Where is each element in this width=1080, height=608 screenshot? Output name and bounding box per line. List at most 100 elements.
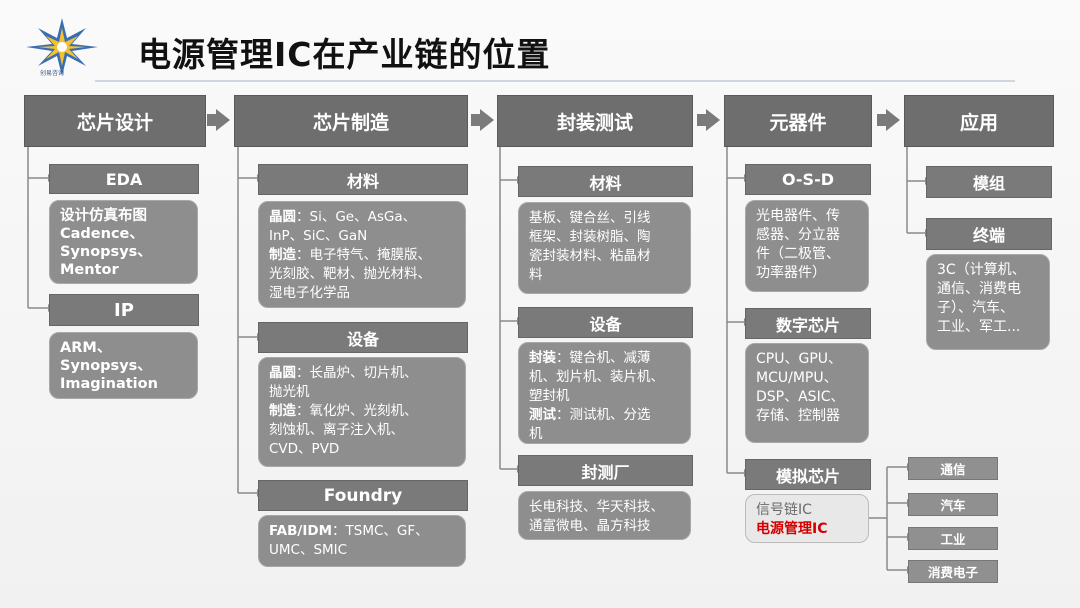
ip-line: ARM、 [60,340,112,356]
text-line: 瓷封装材料、粘晶材 [529,248,651,264]
header-components: 元器件 [724,95,872,147]
app-tag-communications: 通信 [908,457,998,480]
header-applications: 应用 [904,95,1054,147]
label-osd: O-S-D [745,164,871,195]
company-logo-icon [26,18,98,76]
flow-arrow-2 [471,114,481,126]
label-materials: 材料 [258,164,468,195]
label-packaging-materials: 材料 [518,166,693,197]
header-chip-design: 芯片设计 [24,95,206,147]
label-modules: 模组 [926,166,1052,198]
eda-line: Mentor [60,262,119,278]
text-line: 光电器件、传 [756,208,840,224]
box-eda: 设计仿真布图 Cadence、 Synopsys、 Mentor [49,200,198,284]
flow-arrow-1 [207,114,217,126]
keyword: 晶圆 [269,365,296,381]
keyword: FAB/IDM [269,523,333,539]
value: CVD、PVD [269,441,340,457]
keyword: 测试 [529,407,556,423]
title-divider [95,80,1015,82]
flow-arrow-4 [877,114,887,126]
text-line: CPU、GPU、 [756,351,843,367]
text-line: 通信、消费电 [937,281,1021,297]
text-line: MCU/MPU、 [756,370,838,386]
flow-arrow-3 [697,114,707,126]
text-line: 3C（计算机、 [937,262,1026,278]
label-terminals: 终端 [926,218,1052,250]
label-osat: 封测厂 [518,455,693,486]
text-line: 感器、分立器 [756,227,840,243]
text-line: 机 [529,425,680,444]
value: 机 [529,426,543,442]
label-ip: IP [49,294,199,326]
text-line: 信号链IC [756,502,812,518]
flow-arrow-4-head [886,109,900,131]
text-line: 制造：电子特气、掩膜版、 [269,246,455,265]
text-line: InP、SiC、GaN [269,227,455,246]
header-packaging-testing: 封装测试 [497,95,693,147]
text-line: 功率器件） [756,265,826,281]
value: 抛光机 [269,384,310,400]
app-tag-consumer-electronics: 消费电子 [908,560,998,583]
value: 湿电子化学品 [269,285,350,301]
power-management-ic-highlight: 电源管理IC [756,521,828,537]
label-foundry: Foundry [258,480,468,511]
app-tag-industrial: 工业 [908,527,998,550]
box-foundry: FAB/IDM：TSMC、GF、 UMC、SMIC [258,515,466,567]
eda-line: 设计仿真布图 [60,208,147,224]
value: UMC、SMIC [269,542,348,558]
text-line: UMC、SMIC [269,541,455,560]
label-equipment: 设备 [258,322,468,353]
text-line: 湿电子化学品 [269,284,455,303]
box-terminals: 3C（计算机、 通信、消费电 子）、汽车、 工业、军工... [926,254,1050,350]
keyword: 制造 [269,247,296,263]
value: ：长晶炉、切片机、 [296,365,418,381]
value: ：Si、Ge、AsGa、 [296,209,417,225]
text-line: 塑封机 [529,387,680,406]
value: ：电子特气、掩膜版、 [296,247,431,263]
text-line: 封装：键合机、减薄 [529,349,680,368]
text-line: 框架、封装树脂、陶 [529,229,651,245]
text-line: 机、划片机、装片机、 [529,368,680,387]
text-line: CVD、PVD [269,440,455,459]
keyword: 封装 [529,350,556,366]
box-packaging-materials: 基板、键合丝、引线 框架、封装树脂、陶 瓷封装材料、粘晶材 料 [518,202,691,294]
ip-line: Imagination [60,376,158,392]
eda-line: Cadence、 [60,226,144,242]
value: InP、SiC、GaN [269,228,368,244]
text-line: 晶圆：Si、Ge、AsGa、 [269,208,455,227]
value: 机、划片机、装片机、 [529,369,664,385]
flow-arrow-3-head [706,109,720,131]
value: ：TSMC、GF、 [332,523,429,539]
box-ip: ARM、 Synopsys、 Imagination [49,332,198,399]
text-line: 件（二极管、 [756,246,840,262]
eda-line: Synopsys、 [60,244,152,260]
value: 塑封机 [529,388,570,404]
box-manufacturing-materials: 晶圆：Si、Ge、AsGa、 InP、SiC、GaN 制造：电子特气、掩膜版、 … [258,201,466,308]
text-line: 料 [529,267,543,283]
text-line: 通富微电、晶方科技 [529,518,651,534]
box-analog-chip: 信号链IC 电源管理IC [745,494,869,543]
box-manufacturing-equipment: 晶圆：长晶炉、切片机、 抛光机 制造：氧化炉、光刻机、 刻蚀机、离子注入机、 C… [258,357,466,467]
value: 刻蚀机、离子注入机、 [269,422,404,438]
text-line: 工业、军工... [937,319,1021,335]
ip-line: Synopsys、 [60,358,152,374]
box-osd: 光电器件、传 感器、分立器 件（二极管、 功率器件） [745,200,869,292]
label-packaging-equipment: 设备 [518,307,693,338]
flow-arrow-2-head [480,109,494,131]
text-line: 长电科技、华天科技、 [529,499,664,515]
page-title: 电源管理IC在产业链的位置 [138,35,551,74]
text-line: FAB/IDM：TSMC、GF、 [269,522,455,541]
text-line: 测试：测试机、分选 [529,406,680,425]
text-line: 晶圆：长晶炉、切片机、 [269,364,455,383]
value: ：测试机、分选 [556,407,651,423]
value: ：键合机、减薄 [556,350,651,366]
text-line: 存储、控制器 [756,408,840,424]
text-line: 制造：氧化炉、光刻机、 [269,402,455,421]
box-osat: 长电科技、华天科技、 通富微电、晶方科技 [518,491,691,540]
header-chip-manufacturing: 芯片制造 [234,95,468,147]
box-packaging-equipment: 封装：键合机、减薄 机、划片机、装片机、 塑封机 测试：测试机、分选 机 [518,342,691,444]
flow-arrow-1-head [216,109,230,131]
text-line: 子）、汽车、 [937,300,1014,316]
